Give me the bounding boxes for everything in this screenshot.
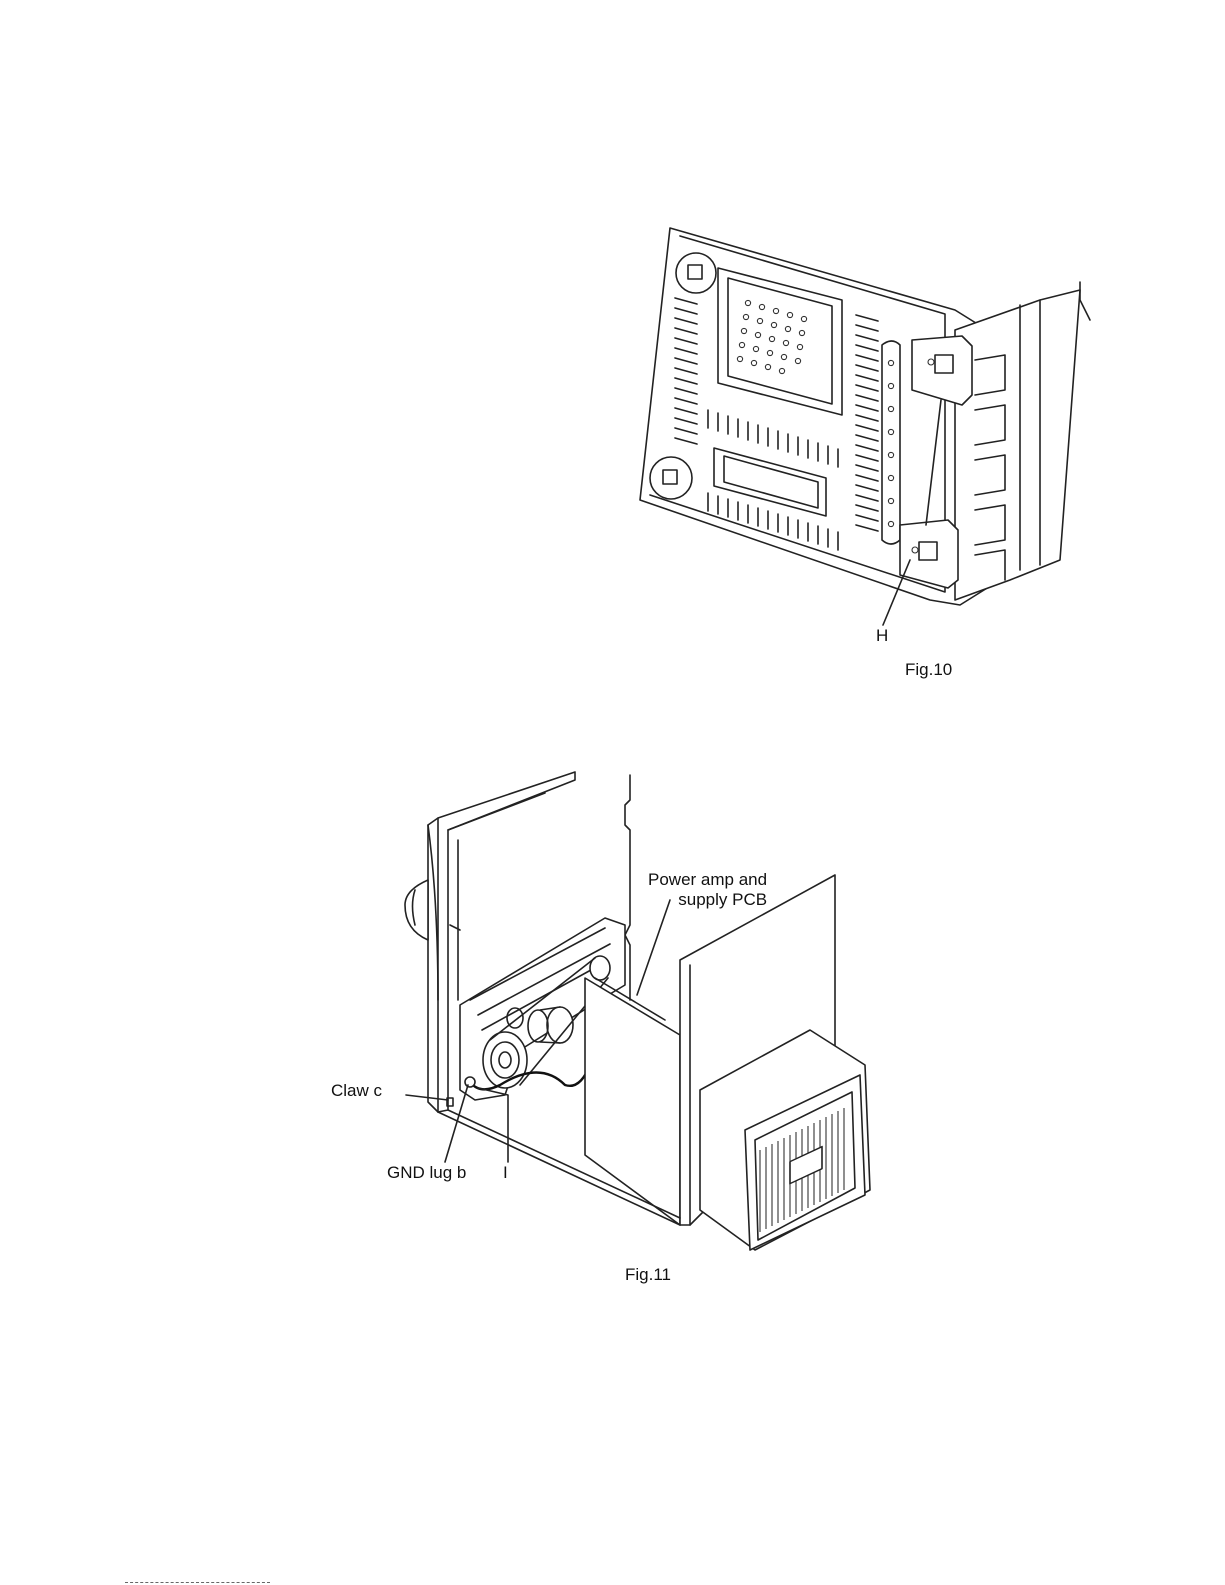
fig11-label-i: I: [503, 1163, 508, 1183]
fig11-knob: [405, 880, 428, 940]
fig11-caption: Fig.11: [625, 1265, 671, 1285]
fig11-label-power-line2: supply PCB: [648, 890, 767, 910]
fig11-label-gnd: GND lug b: [387, 1163, 466, 1183]
fig11-leader-power: [637, 900, 670, 995]
fig11-label-claw: Claw c: [331, 1081, 382, 1101]
fig11-label-power-line1: Power amp and: [648, 870, 767, 890]
fig11-label-power: Power amp and supply PCB: [648, 870, 767, 909]
footer-rule: [125, 1582, 270, 1583]
